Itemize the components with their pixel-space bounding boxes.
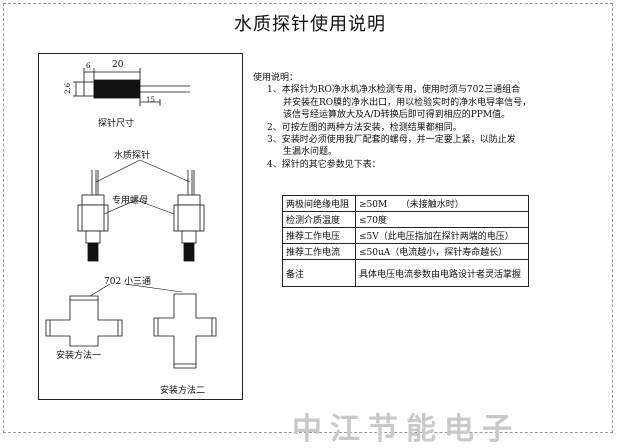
probe-dimension-drawing <box>73 68 190 106</box>
table-row: 备注 具体电压电流参数由电路设计者灵活掌握 <box>282 259 529 287</box>
param-key: 推荐工作电压 <box>282 227 356 244</box>
param-key: 两极间绝缘电阻 <box>282 195 356 212</box>
usage-item-line: 可按左图的两种方法安装，检测结果都相同。 <box>281 122 462 133</box>
probe-label: 水质探针 <box>114 151 151 161</box>
table-row: 推荐工作电流 ≤50uA（电流越小，探针寿命越长） <box>282 243 529 260</box>
usage-item-line: 生漏水问题。 <box>283 147 338 158</box>
param-key: 备注 <box>282 259 356 287</box>
dimension-2-6: 2.6 <box>64 82 72 94</box>
param-key: 检测介质温度 <box>282 211 356 228</box>
param-value: ≤50uA（电流越小，探针寿命越长） <box>355 243 529 260</box>
usage-item-line: 探针的其它参数见下表： <box>281 159 381 170</box>
dimension-15: 15 <box>146 96 155 104</box>
usage-item-number: 4、 <box>267 159 282 170</box>
page-frame <box>3 3 613 433</box>
usage-heading: 使用说明： <box>253 73 299 83</box>
dimension-20: 20 <box>112 60 124 70</box>
page-title: 水质探针使用说明 <box>234 14 386 35</box>
usage-item-1: 1、本探针为RO净水机净水检测专用，使用时须与702三通组合 并安装在RO膜的净… <box>267 84 598 121</box>
param-value: ≤5V（此电压指加在探针两端的电压） <box>355 227 529 244</box>
table-row: 检测介质温度 ≤70度 <box>282 211 529 228</box>
tee-fitting-method-1 <box>45 295 123 347</box>
usage-item-line: 本探针为RO净水机净水检测专用，使用时须与702三通组合 <box>281 85 521 96</box>
usage-item-4: 4、探针的其它参数见下表： <box>267 159 598 171</box>
param-value: ≥50M （未接触水时） <box>355 195 529 212</box>
leader-lines <box>89 159 191 297</box>
left-probe-assembly <box>77 170 109 262</box>
right-probe-assembly <box>173 170 205 262</box>
usage-item-line: 该信号经运算放大及A/D转换后即可得到相应的PPM值。 <box>283 110 511 121</box>
probe-size-label: 探针尺寸 <box>98 119 135 129</box>
table-row: 两极间绝缘电阻 ≥50M （未接触水时） <box>282 195 529 212</box>
param-value: 具体电压电流参数由电路设计者灵活掌握 <box>355 259 529 287</box>
usage-item-number: 1、 <box>267 85 282 96</box>
usage-item-2: 2、可按左图的两种方法安装，检测结果都相同。 <box>267 122 598 134</box>
method-1-label: 安装方法一 <box>56 351 102 361</box>
parameter-table: 两极间绝缘电阻 ≥50M （未接触水时） 检测介质温度 ≤70度 推荐工作电压 … <box>282 195 529 287</box>
tee-label: 702 小三通 <box>104 277 152 287</box>
param-key: 推荐工作电流 <box>282 243 356 260</box>
usage-item-line: 并安装在RO膜的净水出口，用以检验实时的净水电导率信号， <box>283 97 532 108</box>
tee-fitting-method-2 <box>153 293 217 369</box>
table-row: 推荐工作电压 ≤5V（此电压指加在探针两端的电压） <box>282 227 529 244</box>
dimension-6: 6 <box>86 62 91 70</box>
usage-item-number: 3、 <box>267 135 282 146</box>
usage-instructions: 使用说明： 1、本探针为RO净水机净水检测专用，使用时须与702三通组合 并安装… <box>253 72 598 171</box>
method-2-label: 安装方法二 <box>160 386 206 396</box>
usage-items: 1、本探针为RO净水机净水检测专用，使用时须与702三通组合 并安装在RO膜的净… <box>253 84 598 171</box>
usage-item-3: 3、安装时必须使用我厂配套的螺母，并一定要上紧，以防止发 生漏水问题。 <box>267 134 598 159</box>
usage-item-line: 安装时必须使用我厂配套的螺母，并一定要上紧，以防止发 <box>281 135 516 146</box>
figure-panel <box>38 53 243 400</box>
param-value: ≤70度 <box>355 211 529 228</box>
probe-diagram <box>45 68 217 369</box>
brand-watermark: 中江节能电子 <box>292 412 520 447</box>
nut-label: 专用螺母 <box>112 196 149 206</box>
usage-item-number: 2、 <box>267 122 282 133</box>
